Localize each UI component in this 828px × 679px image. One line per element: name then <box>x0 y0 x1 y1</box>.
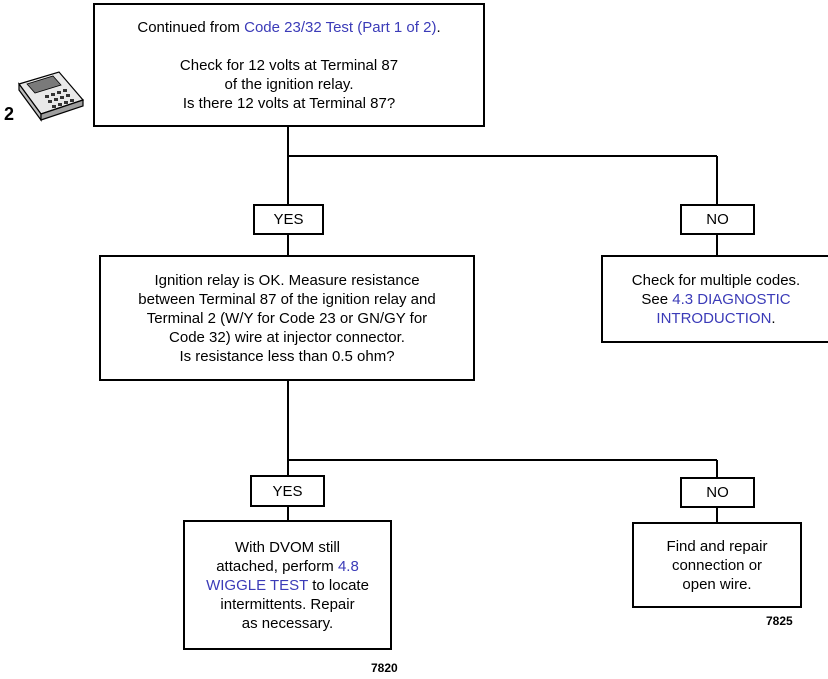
wiggle-test-link-2[interactable]: WIGGLE TEST <box>206 576 309 594</box>
see-diagnostic-line-2: INTRODUCTION. <box>656 309 776 327</box>
dvom-line-4: intermittents. Repair <box>220 595 355 613</box>
branch2-no-label: NO <box>680 477 755 508</box>
dvom-line-3: WIGGLE TEST to locate <box>206 576 369 594</box>
branch1-yes-label: YES <box>253 204 324 235</box>
start-line-1: Check for 12 volts at Terminal 87 <box>179 56 399 74</box>
figure-code-left: 7820 <box>371 661 398 675</box>
relay-line-2: between Terminal 87 of the ignition rela… <box>138 290 436 308</box>
dvom-line-1: With DVOM still <box>235 538 340 556</box>
start-continued-line: Continued from Code 23/32 Test (Part 1 o… <box>137 18 441 36</box>
dvom-line-5: as necessary. <box>241 614 334 632</box>
relay-line-1: Ignition relay is OK. Measure resistance <box>154 271 420 289</box>
branch1-no-label: NO <box>680 204 755 235</box>
code-23-32-test-part-1-link[interactable]: Code 23/32 Test (Part 1 of 2) <box>244 18 437 36</box>
relay-line-3: Terminal 2 (W/Y for Code 23 or GN/GY for <box>146 309 428 327</box>
repair-line-2: connection or <box>671 556 763 574</box>
dvom-line-2: attached, perform 4.8 <box>216 557 359 575</box>
relay-question: Is resistance less than 0.5 ohm? <box>179 347 395 365</box>
repair-line-1: Find and repair <box>666 537 768 555</box>
see-diagnostic-line: See 4.3 DIAGNOSTIC <box>641 290 791 308</box>
wiggle-test-link[interactable]: 4.8 <box>337 557 359 575</box>
step-number: 2 <box>4 104 15 124</box>
relay-line-4: Code 32) wire at injector connector. <box>169 328 405 346</box>
start-question: Is there 12 volts at Terminal 87? <box>182 94 396 112</box>
check-multiple-codes-box: Check for multiple codes. See 4.3 DIAGNO… <box>601 255 828 343</box>
start-box: Continued from Code 23/32 Test (Part 1 o… <box>93 3 485 127</box>
multiple-codes-line: Check for multiple codes. <box>631 271 801 289</box>
diagnostic-introduction-link[interactable]: 4.3 DIAGNOSTIC <box>672 290 791 308</box>
branch2-yes-label: YES <box>250 475 325 507</box>
ignition-relay-ok-box: Ignition relay is OK. Measure resistance… <box>99 255 475 381</box>
wiggle-test-box: With DVOM still attached, perform 4.8 WI… <box>183 520 392 650</box>
find-repair-box: Find and repair connection or open wire. <box>632 522 802 608</box>
start-line-2: of the ignition relay. <box>224 75 354 93</box>
repair-line-3: open wire. <box>682 575 752 593</box>
diagnostic-introduction-link-2[interactable]: INTRODUCTION <box>656 309 772 327</box>
diagnostic-tool-icon <box>5 70 85 125</box>
figure-code-right: 7825 <box>766 614 793 628</box>
